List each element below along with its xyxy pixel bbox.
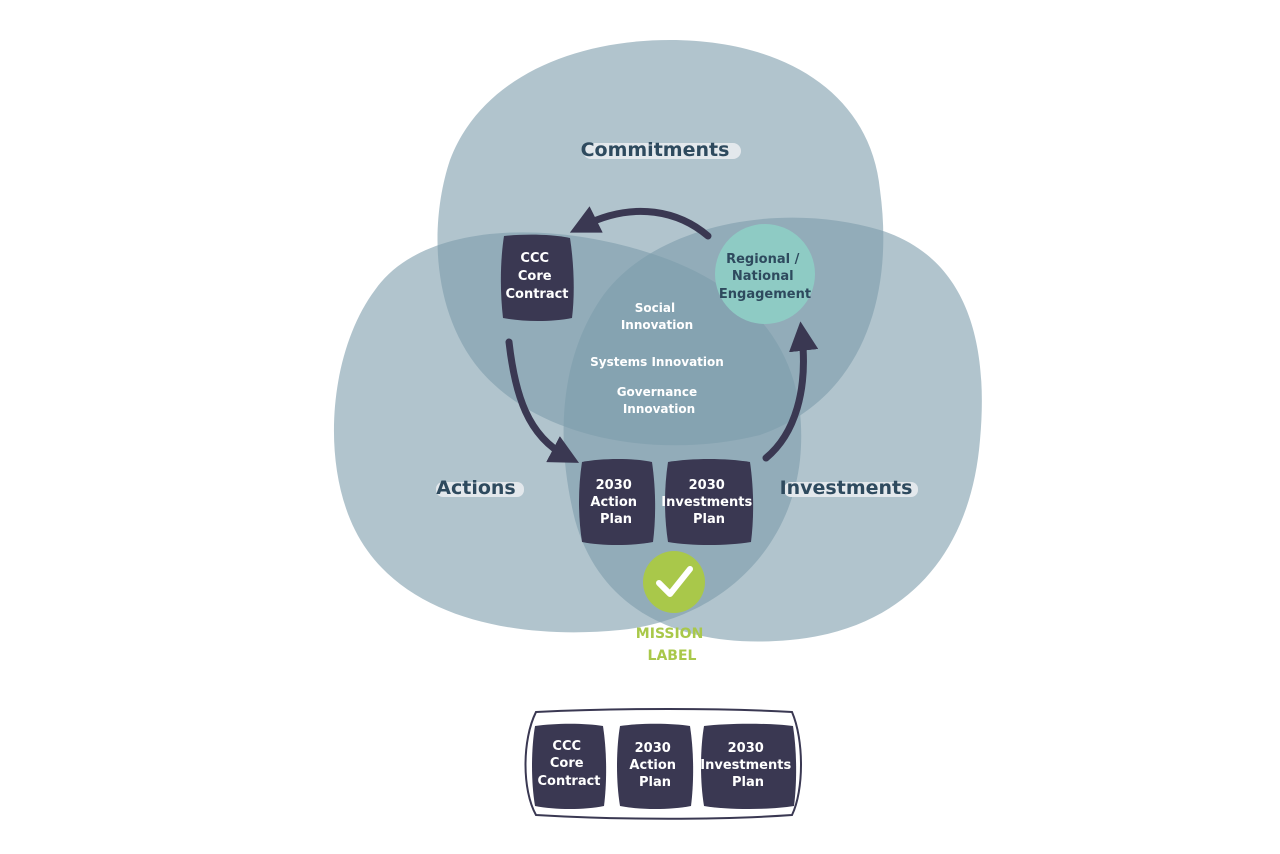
investments-label: Investments [780, 477, 913, 499]
svg-text:2030 Action Plan: 2030 Action Plan [590, 478, 641, 527]
actions-label: Actions [436, 477, 515, 499]
svg-text:Regional / National: Regional / National Engagement [719, 252, 811, 302]
commitments-circle [437, 40, 884, 446]
bundle-ccc-core-contract-box: CCC Core Contract [532, 723, 607, 809]
bundle-investments-plan-box: 2030 Investments Plan [700, 723, 797, 809]
arrow-to-core-contract [569, 206, 712, 240]
commitments-label-pill [583, 143, 741, 159]
social-innovation-text: Social Innovation [621, 301, 693, 332]
systems-innovation-text: Systems Innovation [590, 355, 724, 369]
svg-text:2030 Investments P: 2030 Investments Plan [700, 741, 795, 790]
svg-text:2030 Action Plan: 2030 Action Plan [629, 741, 680, 790]
svg-text:2030 Investments P: 2030 Investments Plan [661, 478, 756, 527]
ccc-core-contract-box: CCC Core Contract [500, 234, 574, 321]
arrow-to-engagement [762, 321, 819, 462]
bundle-action-plan-box: 2030 Action Plan [617, 723, 694, 809]
actions-label-pill [436, 482, 524, 497]
governance-innovation-text: Governance Innovation [617, 385, 702, 416]
regional-engagement-node: Regional / National Engagement [715, 224, 815, 324]
investments-plan-box: 2030 Investments Plan [661, 459, 756, 545]
arrow-to-action-plan [505, 338, 580, 463]
svg-text:CCC Core Contract: CCC Core Contract [505, 251, 568, 302]
commitments-label: Commitments [581, 139, 730, 161]
svg-text:CCC Core Contract: CCC Core Contract [537, 739, 600, 789]
action-plan-box: 2030 Action Plan [579, 459, 656, 545]
investments-label-pill [784, 482, 918, 497]
mission-check-icon [643, 551, 705, 613]
mission-label-text: MISSION LABEL [636, 626, 708, 664]
